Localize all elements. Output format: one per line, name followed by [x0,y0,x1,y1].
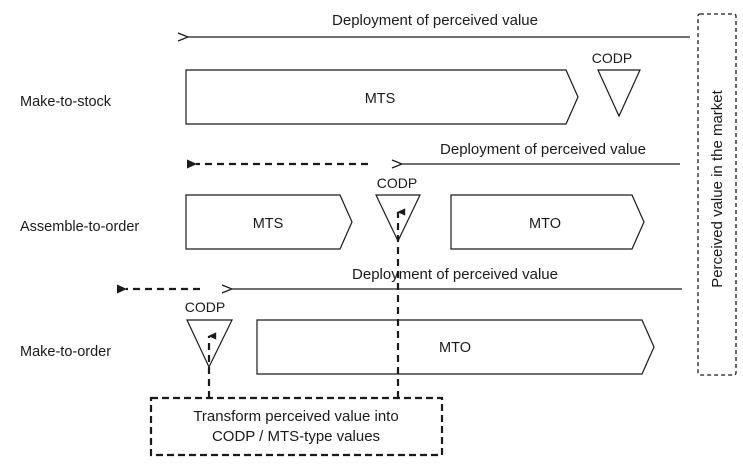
row-label-make-to-stock: Make-to-stock [20,94,112,110]
mto-block-row2 [450,194,645,250]
mts-label-row2: MTS [253,216,284,232]
deployment-label-2: Deployment of perceived value [440,141,646,158]
codp-triangle-row3 [186,319,233,369]
transform-box [149,396,444,457]
deployment-label-3: Deployment of perceived value [352,266,558,283]
mts-block-row2 [185,194,353,250]
mto-block-row3 [256,319,655,375]
transform-box-line1: Transform perceived value into [193,408,398,425]
mts-label-row1: MTS [365,91,396,107]
deployment-label-1: Deployment of perceived value [332,12,538,29]
codp-label-row3: CODP [185,299,225,315]
codp-label-row2: CODP [377,175,417,191]
mts-block-row1 [185,69,579,125]
market-box [697,13,737,376]
codp-triangle-row1 [597,69,641,118]
row-label-assemble-to-order: Assemble-to-order [20,219,139,235]
market-label: Perceived value in the market [709,89,726,287]
row-label-make-to-order: Make-to-order [20,344,111,360]
mto-label-row3: MTO [439,340,471,356]
codp-triangle-row2 [375,194,421,243]
codp-label-row1: CODP [592,50,632,66]
transform-box-line2: CODP / MTS-type values [212,428,380,445]
mto-label-row2: MTO [529,216,561,232]
